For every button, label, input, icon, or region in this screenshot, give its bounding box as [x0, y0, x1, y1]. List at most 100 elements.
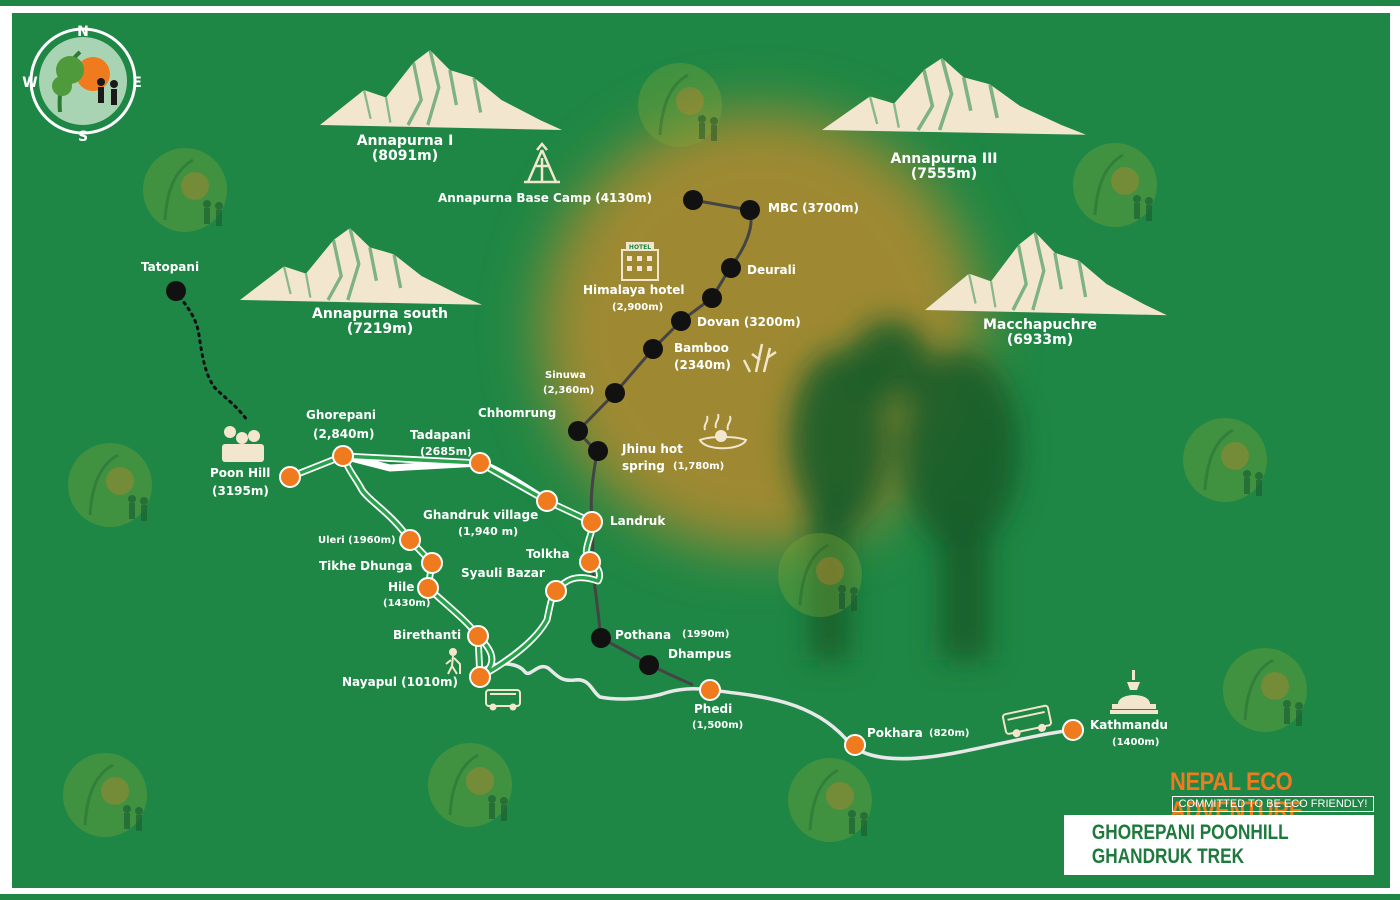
label-hile: Hile	[388, 580, 415, 594]
hiker-icon	[445, 648, 461, 675]
stop-sinuwa	[605, 383, 625, 403]
label-pothana: Pothana	[615, 628, 672, 642]
trek-title-box: GHOREPANI POONHILL GHANDRUK TREK	[1064, 815, 1374, 875]
stop-landruk	[581, 511, 603, 533]
label-himalaya-elev: (2,900m)	[612, 302, 664, 313]
stop-kathmandu	[1062, 719, 1084, 741]
compass-south: S	[78, 129, 88, 145]
peak-elevation: (6933m)	[1006, 331, 1074, 348]
peak-elevation: (8091m)	[371, 147, 439, 164]
label-pothana-elev: (1990m)	[682, 629, 730, 640]
stop-deurali	[721, 258, 741, 278]
stop-ghandruk	[536, 490, 558, 512]
label-phedi-elev: (1,500m)	[692, 720, 744, 731]
label-uleri: Uleri (1960m)	[318, 535, 396, 546]
stop-mbc	[740, 200, 760, 220]
trail-stops	[166, 190, 1084, 756]
road-nayapul-kathmandu	[484, 662, 1074, 761]
stop-himalaya	[702, 288, 722, 308]
stop-abc	[683, 190, 703, 210]
stop-bamboo	[643, 339, 663, 359]
compass-east: E	[132, 75, 142, 91]
peak-name: Annapurna III	[890, 151, 998, 167]
stop-tadapani	[469, 452, 491, 474]
hotel-icon: HOTEL	[621, 242, 659, 281]
peak-elevation: (7555m)	[910, 165, 978, 182]
stop-dhampus	[639, 655, 659, 675]
label-ghandruk-elev: (1,940 m)	[458, 525, 519, 538]
stop-nayapul	[469, 666, 491, 688]
label-bamboo-elev: (2340m)	[674, 358, 731, 372]
stop-dovan	[671, 311, 691, 331]
stop-syauli	[545, 580, 567, 602]
peak-annapurna-3: Annapurna III (7555m)	[889, 152, 999, 181]
label-tikhe: Tikhe Dhunga	[319, 559, 413, 573]
trek-title: GHOREPANI POONHILL GHANDRUK TREK	[1091, 821, 1289, 868]
label-sinuwa-elev: (2,360m)	[543, 385, 595, 396]
stop-birethanti	[467, 625, 489, 647]
stop-ghorepani	[332, 445, 354, 467]
label-chhomrung: Chhomrung	[478, 406, 557, 420]
compass-north: N	[77, 24, 89, 40]
bus-icon-nayapul	[485, 689, 521, 711]
compass-logo: N S E W	[22, 24, 142, 145]
camp-tent-icon	[524, 142, 560, 184]
label-bamboo: Bamboo	[674, 341, 729, 355]
label-tadapani: Tadapani	[410, 428, 471, 442]
label-pokhara: Pokhara	[867, 726, 923, 740]
peak-annapurna-south: Annapurna south (7219m)	[305, 307, 455, 336]
label-poonhill: Poon Hill	[210, 466, 271, 480]
label-hile-elev: (1430m)	[383, 598, 431, 609]
hot-spring-icon	[698, 413, 748, 450]
label-himalaya-hotel: Himalaya hotel	[583, 283, 685, 297]
stop-uleri	[399, 529, 421, 551]
stop-phedi	[699, 679, 721, 701]
label-landruk: Landruk	[610, 514, 666, 528]
label-jhinu-2: spring	[622, 459, 665, 473]
bamboo-icon	[742, 343, 777, 373]
label-jhinu-1: Jhinu hot	[622, 442, 683, 456]
label-sinuwa: Sinuwa	[545, 370, 586, 381]
stop-tikhe	[421, 552, 443, 574]
stop-jhinu	[588, 441, 608, 461]
label-tatopani: Tatopani	[141, 260, 200, 274]
label-ghorepani: Ghorepani	[306, 408, 377, 422]
bus-icon-kathmandu	[1001, 704, 1052, 738]
peak-name: Annapurna I	[356, 133, 454, 149]
label-kathmandu: Kathmandu	[1090, 718, 1168, 732]
peak-annapurna-1: Annapurna I (8091m)	[355, 134, 455, 163]
stop-hile	[417, 577, 439, 599]
stop-tolkha	[579, 551, 601, 573]
label-syauli: Syauli Bazar	[461, 566, 545, 580]
label-dhampus: Dhampus	[668, 647, 732, 661]
label-pokhara-elev: (820m)	[929, 728, 970, 739]
peak-name: Annapurna south	[312, 306, 448, 322]
label-ghorepani-elev: (2,840m)	[313, 427, 375, 441]
peak-macchapuchre: Macchapuchre (6933m)	[975, 318, 1105, 347]
peak-name: Macchapuchre	[982, 317, 1098, 333]
stop-tatopani	[166, 281, 186, 301]
label-nayapul: Nayapul (1010m)	[342, 675, 458, 689]
trail-dotted-tatopani	[174, 289, 249, 422]
stop-chhomrung	[568, 421, 588, 441]
brand-tagline: COMMITTED TO BE ECO FRIENDLY!	[1172, 796, 1374, 812]
label-tadapani-elev: (2685m)	[420, 445, 473, 458]
sunrise-viewpoint-icon	[222, 426, 264, 462]
label-jhinu-elev: (1,780m)	[673, 461, 725, 472]
stop-pothana	[591, 628, 611, 648]
label-kathmandu-elev: (1400m)	[1112, 737, 1160, 748]
stupa-icon	[1110, 670, 1158, 714]
compass-west: W	[22, 75, 37, 91]
label-birethanti: Birethanti	[393, 628, 462, 642]
peak-elevation: (7219m)	[346, 320, 414, 337]
label-poonhill-elev: (3195m)	[212, 484, 269, 498]
label-ghandruk: Ghandruk village	[423, 508, 539, 522]
hotel-sign: HOTEL	[629, 244, 651, 251]
label-abc: Annapurna Base Camp (4130m)	[438, 191, 653, 205]
label-mbc: MBC (3700m)	[768, 201, 859, 215]
label-deurali: Deurali	[747, 263, 796, 277]
stop-pokhara	[844, 734, 866, 756]
label-dovan: Dovan (3200m)	[697, 315, 801, 329]
